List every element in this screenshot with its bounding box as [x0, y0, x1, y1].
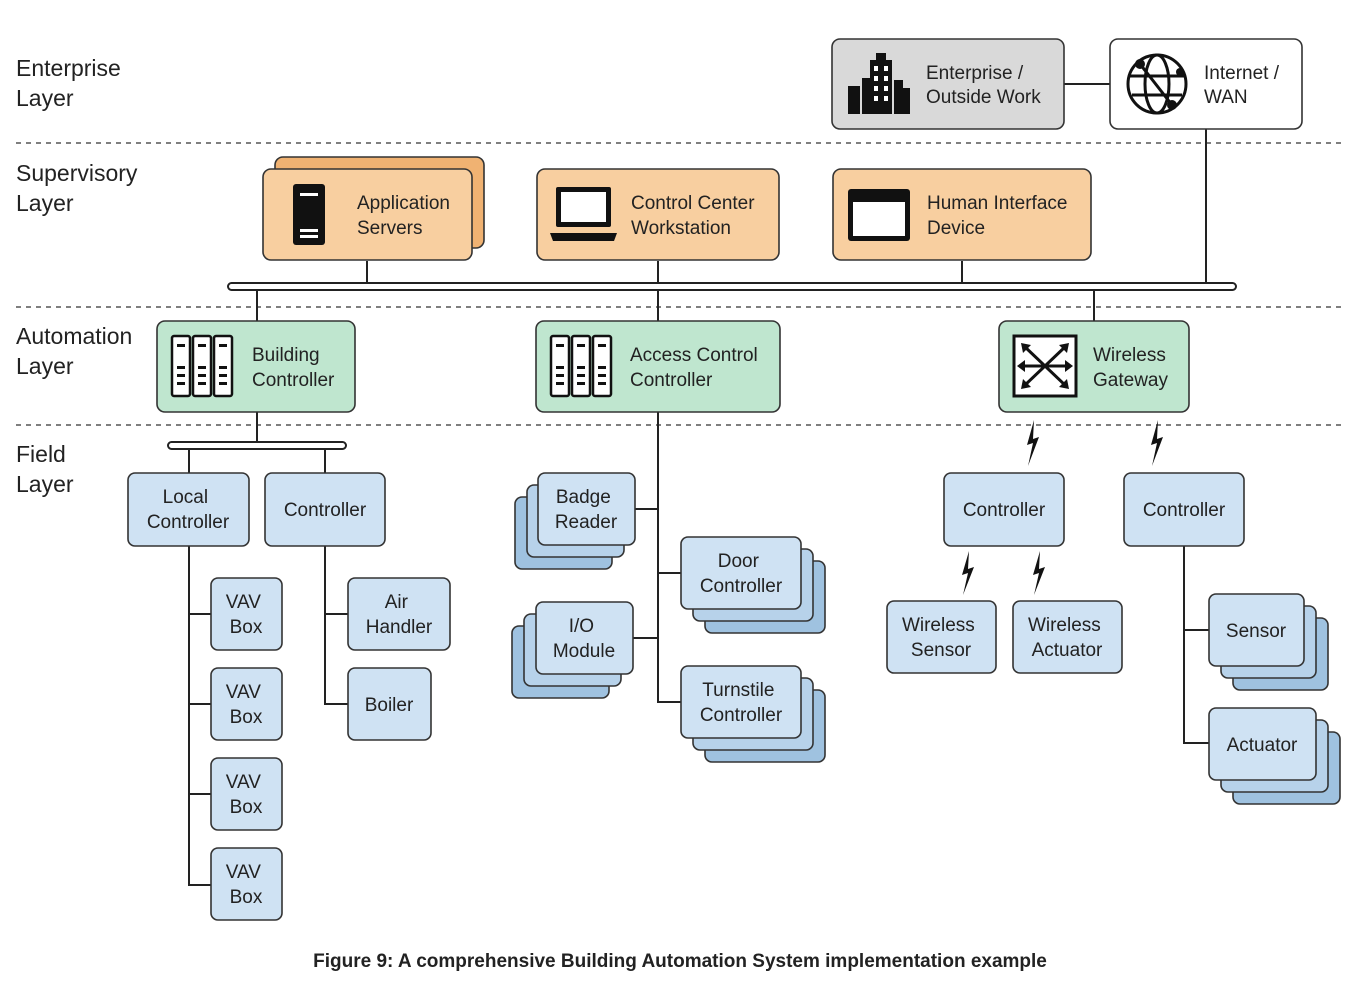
node-box — [210, 577, 283, 651]
node-label: Actuator — [1227, 735, 1298, 756]
link-controller-actuator — [1183, 546, 1209, 744]
lightning-icon — [962, 551, 974, 595]
laptop-icon — [550, 187, 617, 241]
node-human-interface-device: Human Interface Device — [832, 168, 1092, 261]
node-box — [680, 536, 802, 610]
node-box — [886, 600, 997, 674]
field-bus — [167, 441, 347, 450]
node-vav-box-4: VAV Box — [210, 847, 283, 921]
node-box — [680, 665, 802, 739]
node-box — [535, 601, 634, 675]
figure-caption: Figure 9: A comprehensive Building Autom… — [313, 951, 1047, 972]
lightning-icon — [1027, 420, 1039, 466]
node-label: VAV Box — [226, 772, 266, 818]
node-io-module: I/O Module — [511, 601, 634, 699]
node-wireless-gateway: Wireless Gateway — [998, 320, 1190, 413]
node-label: Turnstile Controller — [700, 680, 783, 726]
node-label: Boiler — [365, 695, 414, 716]
node-label: Control Center Workstation — [631, 193, 760, 239]
node-label: Building Controller — [252, 345, 335, 391]
node-controller-hvac: Controller — [264, 472, 386, 547]
server-tower-icon — [293, 184, 325, 245]
node-box — [347, 577, 451, 651]
node-label: Door Controller — [700, 551, 783, 597]
node-vav-box-1: VAV Box — [210, 577, 283, 651]
node-label: Access Control Controller — [630, 345, 763, 391]
node-label: Sensor — [1226, 621, 1287, 642]
globe-nodes — [1135, 59, 1184, 110]
node-label: Air Handler — [366, 592, 433, 638]
network-switch-icon — [1012, 334, 1078, 398]
layer-separators — [16, 142, 1344, 426]
node-label: VAV Box — [226, 862, 266, 908]
node-control-center-workstation: Control Center Workstation — [536, 168, 780, 261]
node-building-controller: Building Controller — [156, 320, 356, 413]
wireless-links — [962, 420, 1163, 595]
globe-network-icon — [1126, 53, 1188, 115]
node-box — [943, 472, 1065, 547]
connectors — [188, 83, 1209, 886]
node-wireless-sensor: Wireless Sensor — [886, 600, 997, 674]
node-box — [1208, 707, 1317, 781]
node-boiler: Boiler — [347, 667, 432, 741]
node-actuator: Actuator — [1208, 707, 1341, 805]
node-label: Controller — [284, 500, 367, 521]
link-local-vav4 — [188, 546, 211, 886]
controller-rack-icon — [549, 334, 613, 398]
node-internet-wan: Internet / WAN — [1109, 38, 1303, 130]
node-box — [210, 757, 283, 831]
node-box — [1208, 593, 1305, 667]
node-label: Wireless Actuator — [1028, 615, 1106, 661]
node-wireless-controller-1: Controller — [943, 472, 1065, 547]
node-label: Controller — [963, 500, 1046, 521]
node-box — [210, 667, 283, 741]
node-label: Controller — [1143, 500, 1226, 521]
node-label: Enterprise / Outside Work — [926, 63, 1041, 108]
browser-window-icon — [848, 189, 910, 241]
node-local-controller: Local Controller — [127, 472, 250, 547]
node-label: Application Servers — [357, 193, 455, 239]
node-label: Human Interface Device — [927, 193, 1073, 239]
lightning-icon — [1151, 420, 1163, 466]
node-wireless-controller-2: Controller — [1123, 472, 1245, 547]
node-box — [1012, 600, 1123, 674]
node-application-servers: Application Servers — [262, 156, 485, 261]
node-badge-reader: Badge Reader — [514, 472, 636, 570]
node-box — [1123, 472, 1245, 547]
node-box — [347, 667, 432, 741]
node-vav-box-2: VAV Box — [210, 667, 283, 741]
node-enterprise-outside-work: Enterprise / Outside Work — [831, 38, 1065, 130]
node-wireless-actuator: Wireless Actuator — [1012, 600, 1123, 674]
controller-rack-icon — [170, 334, 234, 398]
node-label: Local Controller — [147, 487, 230, 533]
node-label: Internet / WAN — [1204, 63, 1284, 108]
node-box — [127, 472, 250, 547]
node-label: I/O Module — [553, 616, 615, 662]
office-buildings-icon — [848, 53, 910, 114]
node-label: Wireless Gateway — [1093, 345, 1171, 391]
node-box — [264, 472, 386, 547]
node-box — [537, 472, 636, 546]
node-sensor: Sensor — [1208, 593, 1329, 691]
node-door-controller: Door Controller — [680, 536, 826, 634]
link-access-turnstile — [657, 412, 681, 703]
network-bus — [227, 282, 1237, 291]
node-label: VAV Box — [226, 592, 266, 638]
node-box — [1109, 38, 1303, 130]
node-air-handler: Air Handler — [347, 577, 451, 651]
node-box — [210, 847, 283, 921]
node-access-control-controller: Access Control Controller — [535, 320, 781, 413]
node-label: Wireless Sensor — [902, 615, 980, 661]
node-label: VAV Box — [226, 682, 266, 728]
node-turnstile-controller: Turnstile Controller — [680, 665, 826, 763]
lightning-icon — [1033, 551, 1045, 595]
node-label: Badge Reader — [555, 487, 618, 533]
link-controller-boiler — [324, 546, 348, 705]
node-vav-box-3: VAV Box — [210, 757, 283, 831]
